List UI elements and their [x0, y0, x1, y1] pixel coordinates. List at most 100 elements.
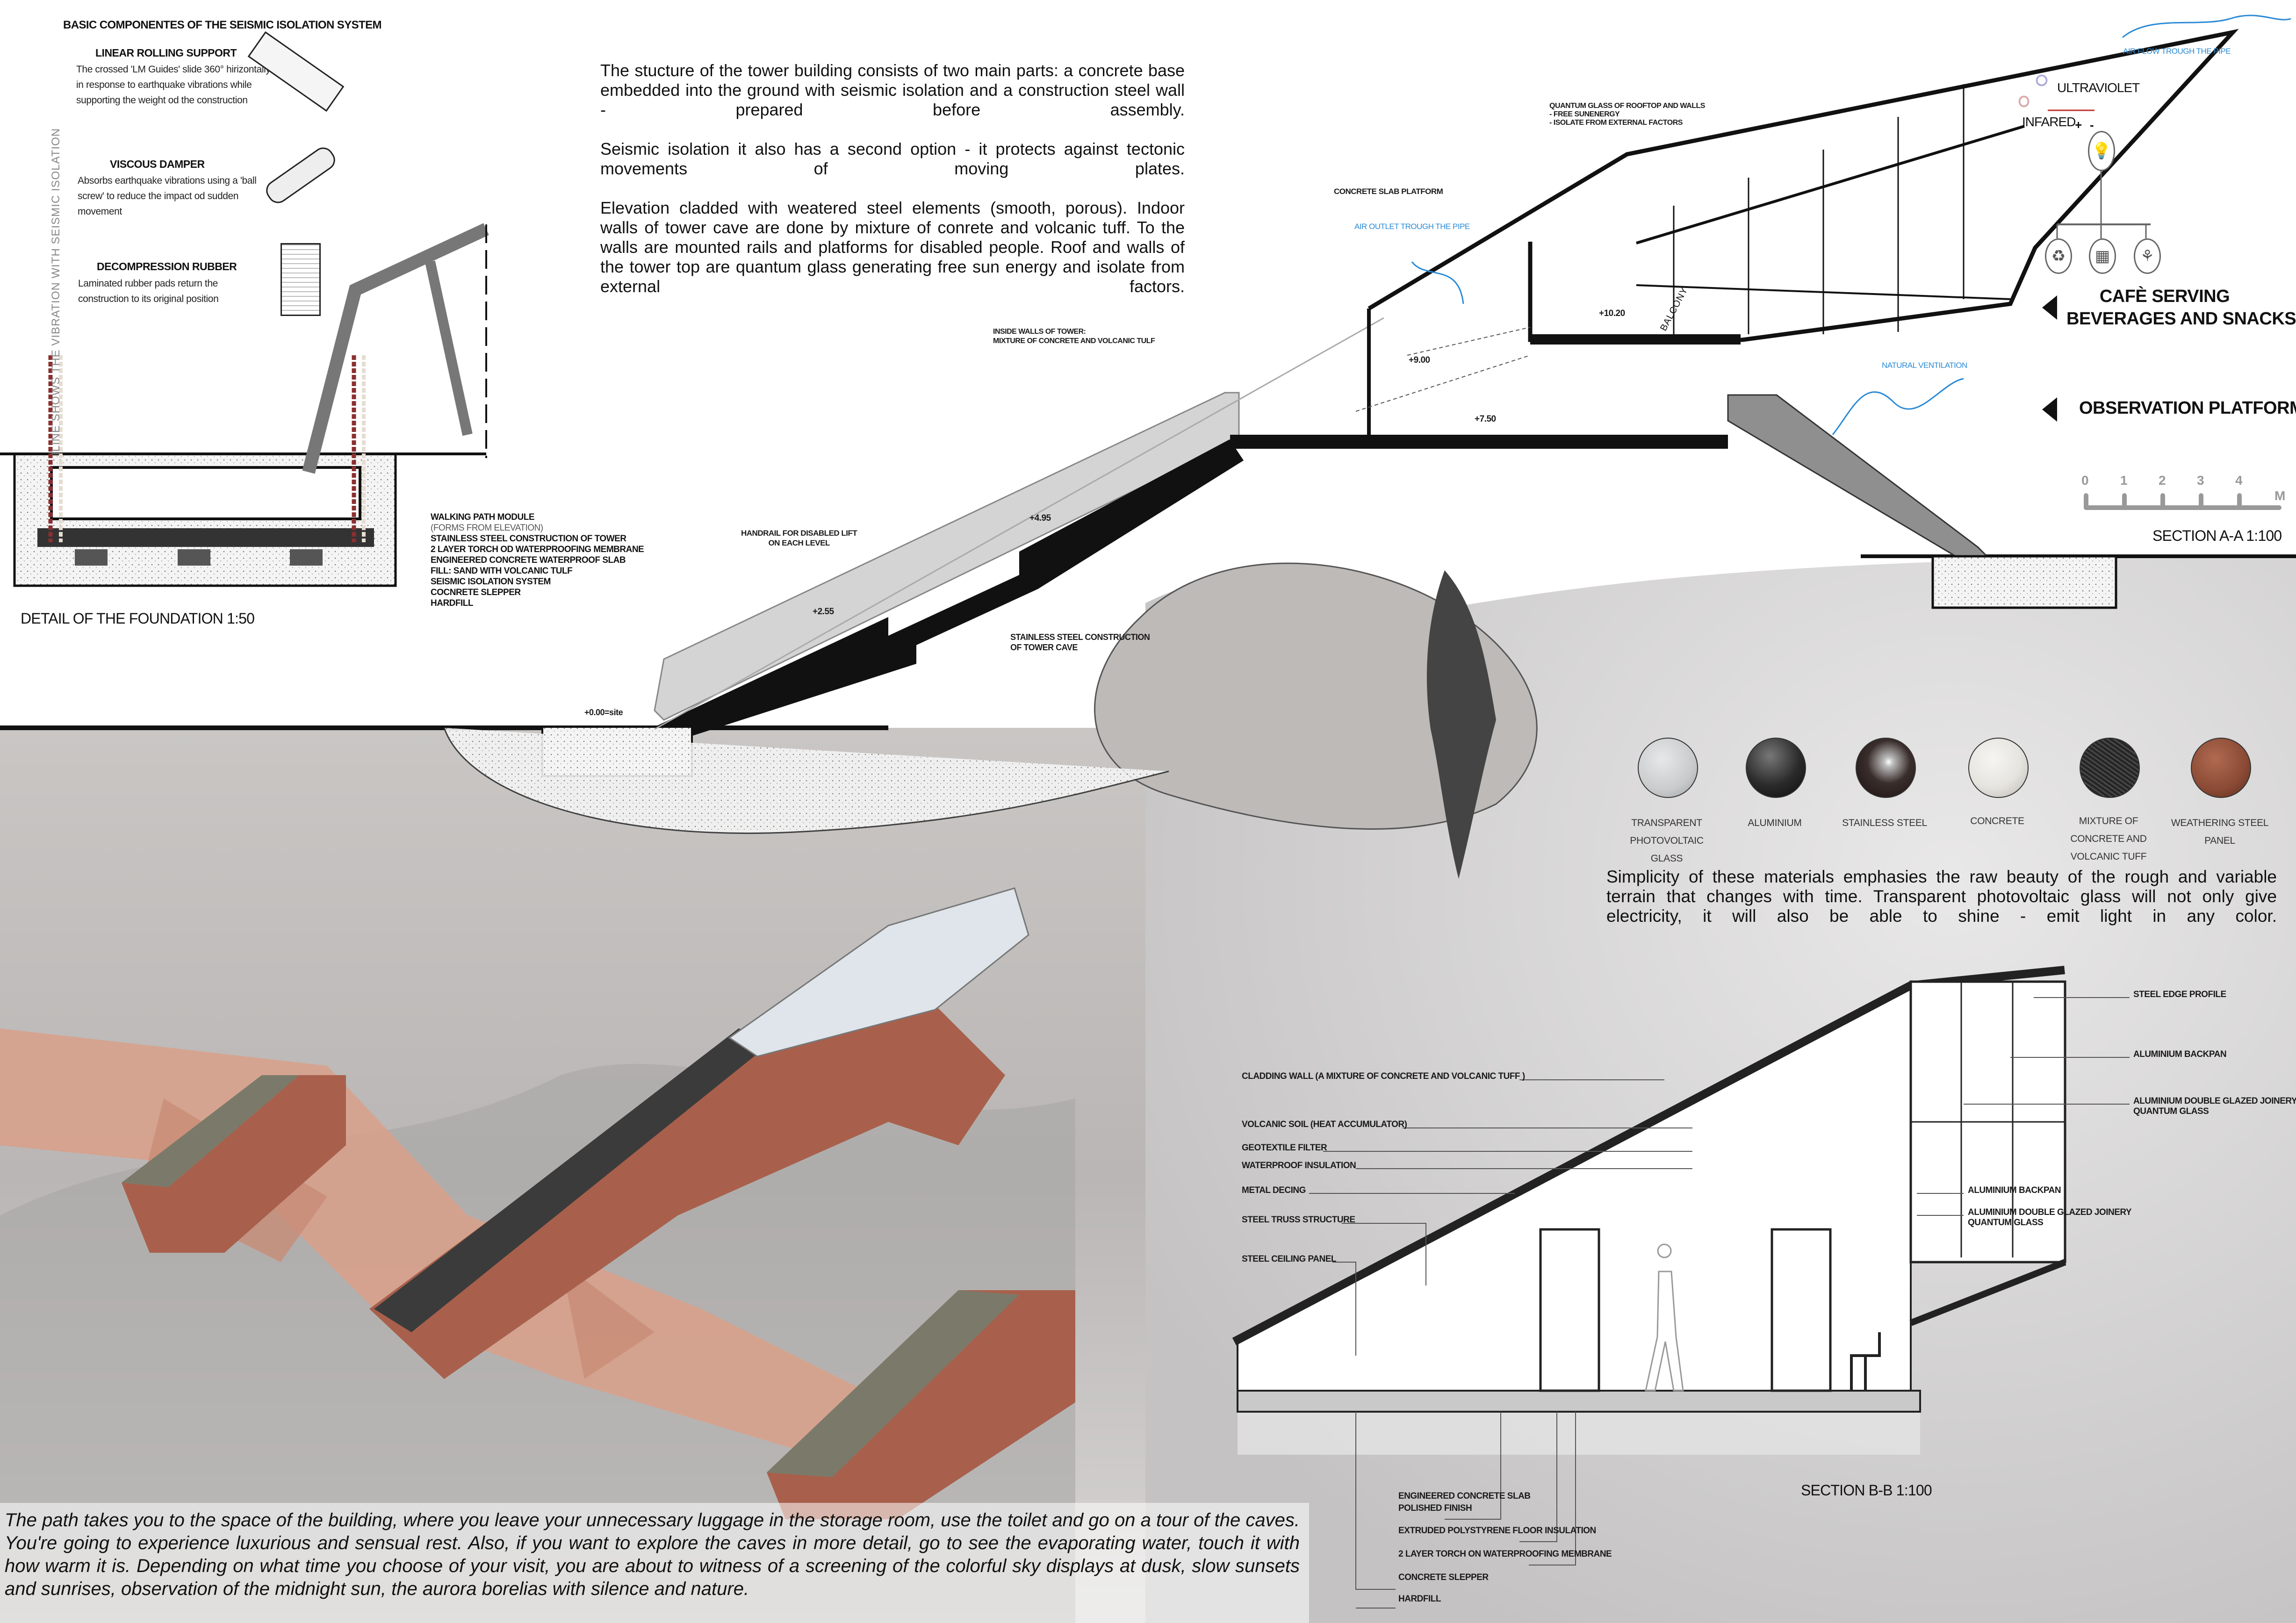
bb-floor-label: ENGINEERED CONCRETE SLAB — [1398, 1491, 1531, 1501]
crevasse — [1426, 570, 1496, 879]
scale-tick-4: 4 — [2235, 473, 2243, 488]
airflow-curve — [2122, 14, 2291, 38]
bb-label-metal-decking: METAL DECING — [1242, 1185, 1306, 1195]
bb-label-waterproof: WATERPROOF INSULATION — [1242, 1161, 1356, 1171]
component-heading-rubber: DECOMPRESSION RUBBER — [97, 260, 237, 273]
scale-unit: M — [2274, 488, 2286, 503]
bb-label-steel-truss: STEEL TRUSS STRUCTURE — [1242, 1215, 1355, 1225]
level-10-20: +10.20 — [1599, 309, 1625, 318]
label-line: ALUMINIUM DOUBLE GLAZED JOINERY — [2133, 1096, 2296, 1106]
story-backdrop — [0, 1503, 1309, 1623]
chair — [1850, 1332, 1881, 1391]
ultraviolet-icon — [2036, 75, 2047, 86]
label-tower-cave: STAINLESS STEEL CONSTRUCTION OF TOWER CA… — [1010, 632, 1150, 653]
scale-bar — [2084, 493, 2282, 510]
bb-floor-label: HARDFILL — [1398, 1594, 1441, 1604]
material-photovoltaic-glass-swatch — [1638, 738, 1698, 798]
label-air-flow: AIR FLOW TROUGH THE PIPE — [2123, 47, 2231, 56]
bb-label-volcanic-soil: VOLCANIC SOIL (HEAT ACCUMULATOR) — [1242, 1120, 1407, 1129]
label-line: QUANTUM GLASS — [1968, 1218, 2044, 1228]
foundation-layer: ENGINEERED CONCRETE WATERPROOF SLAB — [431, 555, 626, 565]
label-plus: + — [2075, 118, 2082, 132]
bb-label-alu-backpan: ALUMINIUM BACKPAN — [2133, 1049, 2227, 1059]
material-label: TRANSPARENT PHOTOVOLTAIC GLASS — [1630, 818, 1704, 864]
label-line: HANDRAIL FOR DISABLED LIFT — [741, 529, 857, 538]
foundation-layer: 2 LAYER TORCH OD WATERPROOFING MEMBRANE — [431, 545, 644, 554]
foundation-layer: (FORMS FROM ELEVATION) — [431, 523, 543, 533]
person-silhouette — [1645, 1243, 1684, 1392]
stair-slab — [655, 439, 1244, 748]
bb-floor-label: CONCRETE SLEPPER — [1398, 1573, 1489, 1582]
eco-plug-icon: ⚘ — [2134, 238, 2161, 274]
component-text-damper: Absorbs earthquake vibrations using a 'b… — [78, 175, 257, 217]
bb-floor-label: POLISHED FINISH — [1398, 1503, 1472, 1513]
label-line: ALUMINIUM DOUBLE GLAZED JOINERY — [1968, 1207, 2132, 1217]
level-4-95: +4.95 — [1029, 513, 1051, 523]
material-label: WEATHERING STEEL PANEL — [2171, 818, 2269, 846]
material-aluminium-swatch — [1746, 738, 1806, 798]
bb-label-alu-joinery: ALUMINIUM DOUBLE GLAZED JOINERY QUANTUM … — [2133, 1096, 2296, 1117]
bb-label-steel-ceiling: STEEL CEILING PANEL — [1242, 1254, 1337, 1264]
main-tower-render — [369, 1005, 1005, 1379]
section-aa-title: SECTION A-A 1:100 — [2152, 527, 2282, 544]
lightbulb-icon: 💡 — [2088, 131, 2115, 171]
story-text: The path takes you to the space of the b… — [5, 1510, 1300, 1599]
cafe-arrow-icon — [2042, 295, 2057, 320]
bb-floor-label: EXTRUDED POLYSTYRENE FLOOR INSULATION — [1398, 1526, 1596, 1536]
foundation-layer: FILL: SAND WITH VOLCANIC TULF — [431, 566, 573, 576]
scale-tick-2: 2 — [2159, 473, 2166, 488]
label-line: - ISOLATE FROM EXTERNAL FACTORS — [1549, 119, 1683, 127]
down-stair — [1727, 394, 1994, 562]
handrail-band — [654, 392, 1240, 721]
level-2-55: +2.55 — [813, 607, 834, 617]
label-handrail: HANDRAIL FOR DISABLED LIFT ON EACH LEVEL — [741, 528, 857, 548]
small-building-1 — [122, 1075, 346, 1253]
label-line: INSIDE WALLS OF TOWER: — [993, 328, 1086, 336]
foundation-layer: SEISMIC ISOLATION SYSTEM — [431, 577, 551, 587]
tower-glass-top — [728, 887, 1029, 1057]
rock-hill — [1094, 562, 1538, 830]
foundation-layer: HARDFILL — [431, 598, 473, 608]
components-title: BASIC COMPONENTES OF THE SEISMIC ISOLATI… — [63, 19, 381, 31]
scale-tick-3: 3 — [2197, 473, 2204, 488]
materials-description: Simplicity of these materials emphasies … — [1606, 867, 2277, 926]
door-1 — [1539, 1228, 1600, 1392]
foundation-layer: STAINLESS STEEL CONSTRUCTION OF TOWER — [431, 534, 626, 544]
level-0: +0.00=site — [584, 708, 623, 717]
bb-floor-label: 2 LAYER TORCH ON WATERPROOFING MEMBRANE — [1398, 1549, 1612, 1559]
label-ultraviolet: ULTRAVIOLET — [2057, 80, 2140, 95]
zone-line: CAFÈ SERVING — [2099, 287, 2230, 306]
label-line: OF TOWER CAVE — [1010, 643, 1078, 652]
material-label: ALUMINIUM — [1748, 818, 1802, 828]
label-natural-ventilation: NATURAL VENTILATION — [1882, 361, 1967, 370]
material-label: MIXTURE OF CONCRETE AND VOLCANIC TUFF — [2070, 816, 2147, 862]
bb-label-geotextile: GEOTEXTILE FILTER — [1242, 1143, 1327, 1153]
scale-tick-1: 1 — [2120, 473, 2128, 488]
label-line: MIXTURE OF CONCRETE AND VOLCANIC TULF — [993, 337, 1155, 345]
vibration-note: ILINE SHOWS THE VIBRATION WITH SEISMIC I… — [50, 128, 62, 455]
zone-line: BEVERAGES AND SNACKS — [2066, 309, 2296, 329]
bb-label-cladding: CLADDING WALL (A MIXTURE OF CONCRETE AND… — [1242, 1071, 1525, 1081]
foundation-layers: WALKING PATH MODULE (FORMS FROM ELEVATIO… — [431, 512, 644, 609]
observation-arrow-icon — [2042, 397, 2057, 422]
foundation-title: DETAIL OF THE FOUNDATION 1:50 — [21, 610, 255, 627]
platform-slab — [1230, 435, 1728, 449]
right-foundation — [1931, 555, 2117, 609]
label-line: QUANTUM GLASS — [2133, 1106, 2209, 1116]
label-minus: - — [2090, 118, 2094, 132]
ventilation-curve — [1832, 378, 1964, 435]
label-line: ON EACH LEVEL — [768, 539, 830, 547]
material-volcanic-tuff-swatch — [2080, 738, 2140, 798]
material-concrete-swatch — [1968, 738, 2029, 798]
door-2 — [1771, 1228, 1832, 1392]
scale-tick-0: 0 — [2081, 473, 2089, 488]
cafe-slab — [1530, 334, 1741, 345]
intro-paragraph: The stucture of the tower building consi… — [600, 61, 1185, 119]
label-line: - FREE SUNENERGY — [1549, 110, 1620, 118]
material-weathering-steel-swatch — [2191, 738, 2251, 798]
label-inside-walls: INSIDE WALLS OF TOWER: MIXTURE OF CONCRE… — [993, 327, 1155, 346]
component-heading-linear: LINEAR ROLLING SUPPORT — [95, 47, 237, 59]
tower-frame — [302, 223, 489, 474]
section-bb-title: SECTION B-B 1:100 — [1801, 1482, 1932, 1499]
